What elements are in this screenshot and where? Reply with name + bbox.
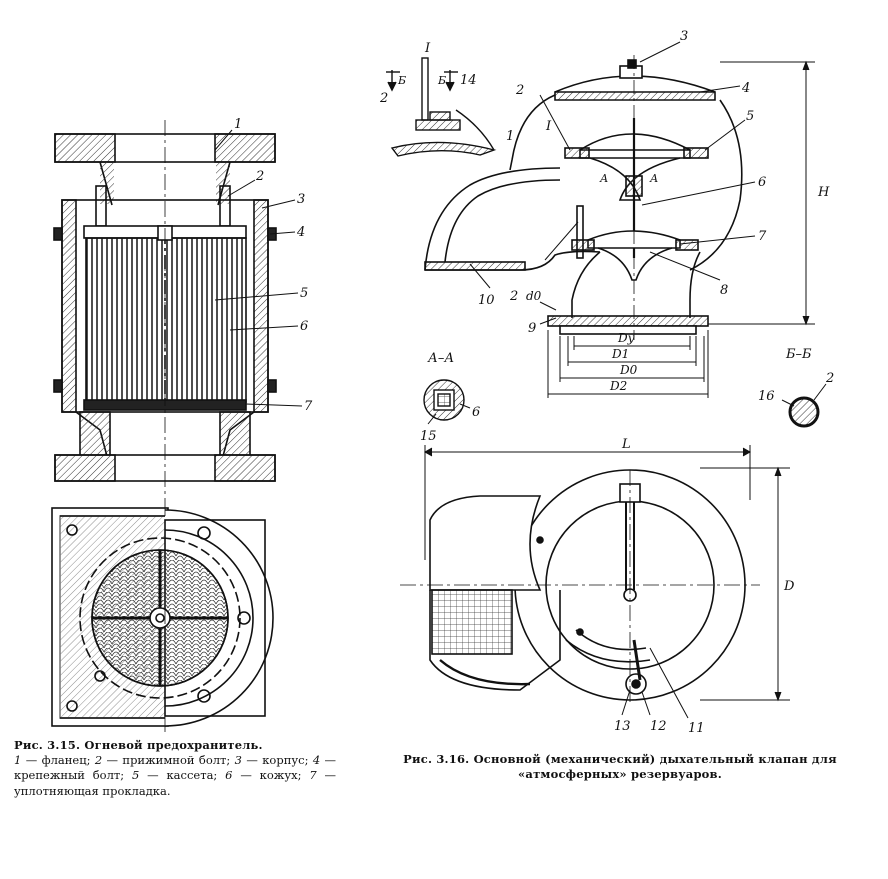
caption-315-title: Рис. 3.15. Огневой предохранитель. (14, 738, 263, 752)
fig316-section-aa-label: А–А (427, 351, 454, 366)
fig315-callout-1: 1 (234, 117, 242, 132)
fig316-dim-l: L (621, 437, 631, 452)
fig316-i-mark: I (545, 119, 552, 134)
fig316-dim-d: D (783, 579, 795, 594)
fig315-callout-5: 5 (300, 286, 308, 301)
fig316-a-label-right: А (649, 172, 658, 185)
fig316-callout-9: 9 (528, 321, 536, 336)
fig316-callout-2b: 2 (515, 83, 524, 98)
fig316-dimensions (539, 60, 815, 398)
fig316-view-i-label: I (424, 41, 431, 56)
fig315-callout-3: 3 (297, 192, 305, 207)
fig316-valve-section (424, 55, 743, 340)
fig316-section-aa (423, 379, 471, 425)
fig316-a-label-left: А (599, 172, 608, 185)
fig315-callout-7: 7 (304, 399, 313, 414)
fig316-callout-2c: 2 (509, 289, 518, 304)
fig316-callout-7: 7 (758, 229, 767, 244)
fig316-b-label-right: Б (437, 74, 446, 87)
fig316-callout-1: 1 (506, 129, 514, 144)
fig316-dim-d0: D0 (619, 363, 638, 377)
fig316-callout-6: 6 (758, 175, 766, 190)
fig315-callout-6: 6 (300, 319, 308, 334)
caption-315-legend: 1 — фланец; 2 — прижимной болт; 3 — корп… (14, 753, 337, 798)
fig316-dim-d1: D1 (611, 347, 629, 361)
fig316-callout-13: 13 (614, 719, 631, 734)
fig316-dim-d0-small: d0 (526, 289, 542, 303)
fig316-callout-15: 15 (420, 429, 437, 444)
fig316-dim-d2: D2 (609, 379, 627, 393)
fig316-callout-5: 5 (746, 109, 754, 124)
fig316-callout-4: 4 (741, 81, 750, 96)
fig316-callout-6b: 6 (472, 405, 480, 420)
fig316-callout-12: 12 (650, 719, 667, 734)
fig316-callout-10: 10 (478, 293, 495, 308)
fig315-side-section (53, 120, 277, 500)
fig316-plan-view (400, 445, 790, 719)
fig316-detail-i (386, 57, 497, 157)
fig316-callout-8: 8 (720, 283, 728, 298)
fig316-dim-h: H (817, 185, 830, 200)
fig315-plan-view (51, 500, 274, 735)
caption-316-title: Рис. 3.16. Основной (механический) дыхат… (403, 752, 837, 781)
fig316-callout-11: 11 (688, 721, 705, 736)
fig316-callout-14: 14 (460, 73, 477, 88)
fig316-section-bb (781, 383, 827, 428)
fig316-section-bb-label: Б–Б (785, 347, 812, 362)
fig316-callout-16: 16 (758, 389, 775, 404)
fig315-leaders (214, 129, 303, 407)
fig316-callout-3: 3 (680, 29, 688, 44)
fig316-leaders (469, 41, 756, 325)
fig316-b-label-left: Б (397, 74, 406, 87)
fig316-callout-2d: 2 (825, 371, 834, 386)
caption-figure-3-16: Рис. 3.16. Основной (механический) дыхат… (360, 752, 880, 782)
fig316-callout-2a: 2 (379, 91, 388, 106)
fig316-dim-dy: Dу (617, 331, 635, 345)
fig315-callout-4: 4 (296, 225, 305, 240)
fig315-callout-2: 2 (255, 169, 264, 184)
caption-figure-3-15: Рис. 3.15. Огневой предохранитель. 1 — ф… (14, 738, 336, 799)
